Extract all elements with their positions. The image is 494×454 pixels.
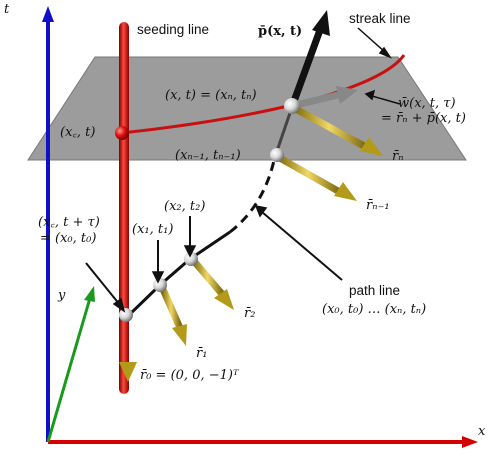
particle-xn-tn bbox=[284, 98, 300, 114]
pointer-arrows bbox=[85, 27, 401, 313]
particle-x2-t2 bbox=[184, 252, 198, 266]
xc-ttau-label-1: (x꜀, t + τ) bbox=[38, 215, 100, 230]
y-axis bbox=[46, 297, 92, 443]
xn1-tn1-label: (xₙ₋₁, tₙ₋₁) bbox=[175, 148, 241, 163]
r0-label: r̄₀ = (0, 0, −1)ᵀ bbox=[140, 368, 239, 383]
w-vector-label-2: = r̄ₙ + p̄(x, t) bbox=[381, 111, 466, 126]
x1-t1-label: (x₁, t₁) bbox=[132, 222, 174, 237]
path-line bbox=[126, 106, 294, 318]
r2-label: r̄₂ bbox=[244, 306, 256, 321]
w-vector bbox=[292, 86, 358, 109]
path-line-label-1: path line bbox=[349, 283, 401, 298]
xc-ttau-label-2: = (x₀, t₀) bbox=[40, 231, 97, 246]
w-vector-label-1: w̄(x, t, τ) bbox=[398, 96, 456, 111]
axes bbox=[42, 6, 478, 448]
r0-vector bbox=[119, 314, 137, 382]
x-axis-label: x bbox=[478, 424, 486, 439]
r1-vector bbox=[158, 283, 187, 346]
time-plane bbox=[27, 56, 467, 161]
particle-x1-t1 bbox=[153, 278, 167, 292]
r-vectors bbox=[119, 104, 383, 382]
r1-label: r̄₁ bbox=[196, 346, 208, 361]
p-vector bbox=[289, 10, 330, 108]
xn-tn-label: (x, t) = (xₙ, tₙ) bbox=[165, 88, 257, 103]
particle-x0-t0 bbox=[119, 308, 133, 322]
x-axis-arrowhead bbox=[462, 436, 478, 448]
seeding-line-label: seeding line bbox=[137, 22, 210, 37]
path-line-label-2: (x₀, t₀) … (xₙ, tₙ) bbox=[322, 302, 427, 317]
t-axis-arrowhead bbox=[42, 6, 54, 22]
t-axis-label: t bbox=[4, 2, 10, 17]
particle-xn1-tn1 bbox=[270, 148, 284, 162]
xc-t-label: (x꜀, t) bbox=[60, 125, 96, 140]
particle-positions bbox=[115, 98, 300, 322]
streak-line-label: streak line bbox=[349, 11, 411, 26]
particle-xc-t bbox=[115, 126, 129, 140]
y-axis-arrowhead bbox=[84, 286, 95, 302]
rn-label: r̄ₙ bbox=[392, 149, 404, 164]
r2-vector bbox=[189, 256, 234, 310]
p-vector-label: p̄(x, t) bbox=[258, 24, 303, 39]
rn1-vector bbox=[274, 153, 357, 201]
x2-t2-label: (x₂, t₂) bbox=[164, 199, 206, 214]
y-axis-label: y bbox=[58, 288, 66, 303]
rn1-label: r̄ₙ₋₁ bbox=[366, 198, 390, 213]
rn-vector bbox=[290, 104, 383, 156]
